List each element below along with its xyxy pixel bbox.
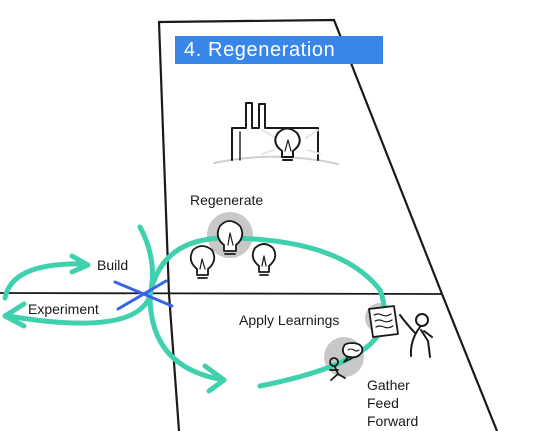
gather-feed-forward-line1: Gather	[367, 377, 410, 393]
panel-outline	[0, 18, 499, 431]
lightbulb-icon	[251, 243, 277, 276]
apply-learnings-label: Apply Learnings	[239, 312, 340, 328]
lightbulb-icon	[216, 220, 244, 255]
person-icon	[329, 357, 346, 381]
gather-feed-forward-line3: Forward	[367, 413, 419, 429]
regenerate-label: Regenerate	[190, 192, 264, 208]
page-title: 4. Regeneration	[175, 36, 383, 64]
person-icon	[399, 313, 433, 358]
gather-feed-forward-line2: Feed	[367, 395, 399, 411]
iteration-loops	[2, 224, 387, 394]
lightbulb-icon	[189, 245, 216, 279]
factory-icon	[213, 102, 339, 165]
speech-bubble-icon	[341, 342, 364, 363]
cross-marker	[113, 279, 174, 311]
experiment-label: Experiment	[28, 301, 99, 317]
build-label: Build	[97, 257, 129, 273]
document-icon	[368, 305, 399, 338]
